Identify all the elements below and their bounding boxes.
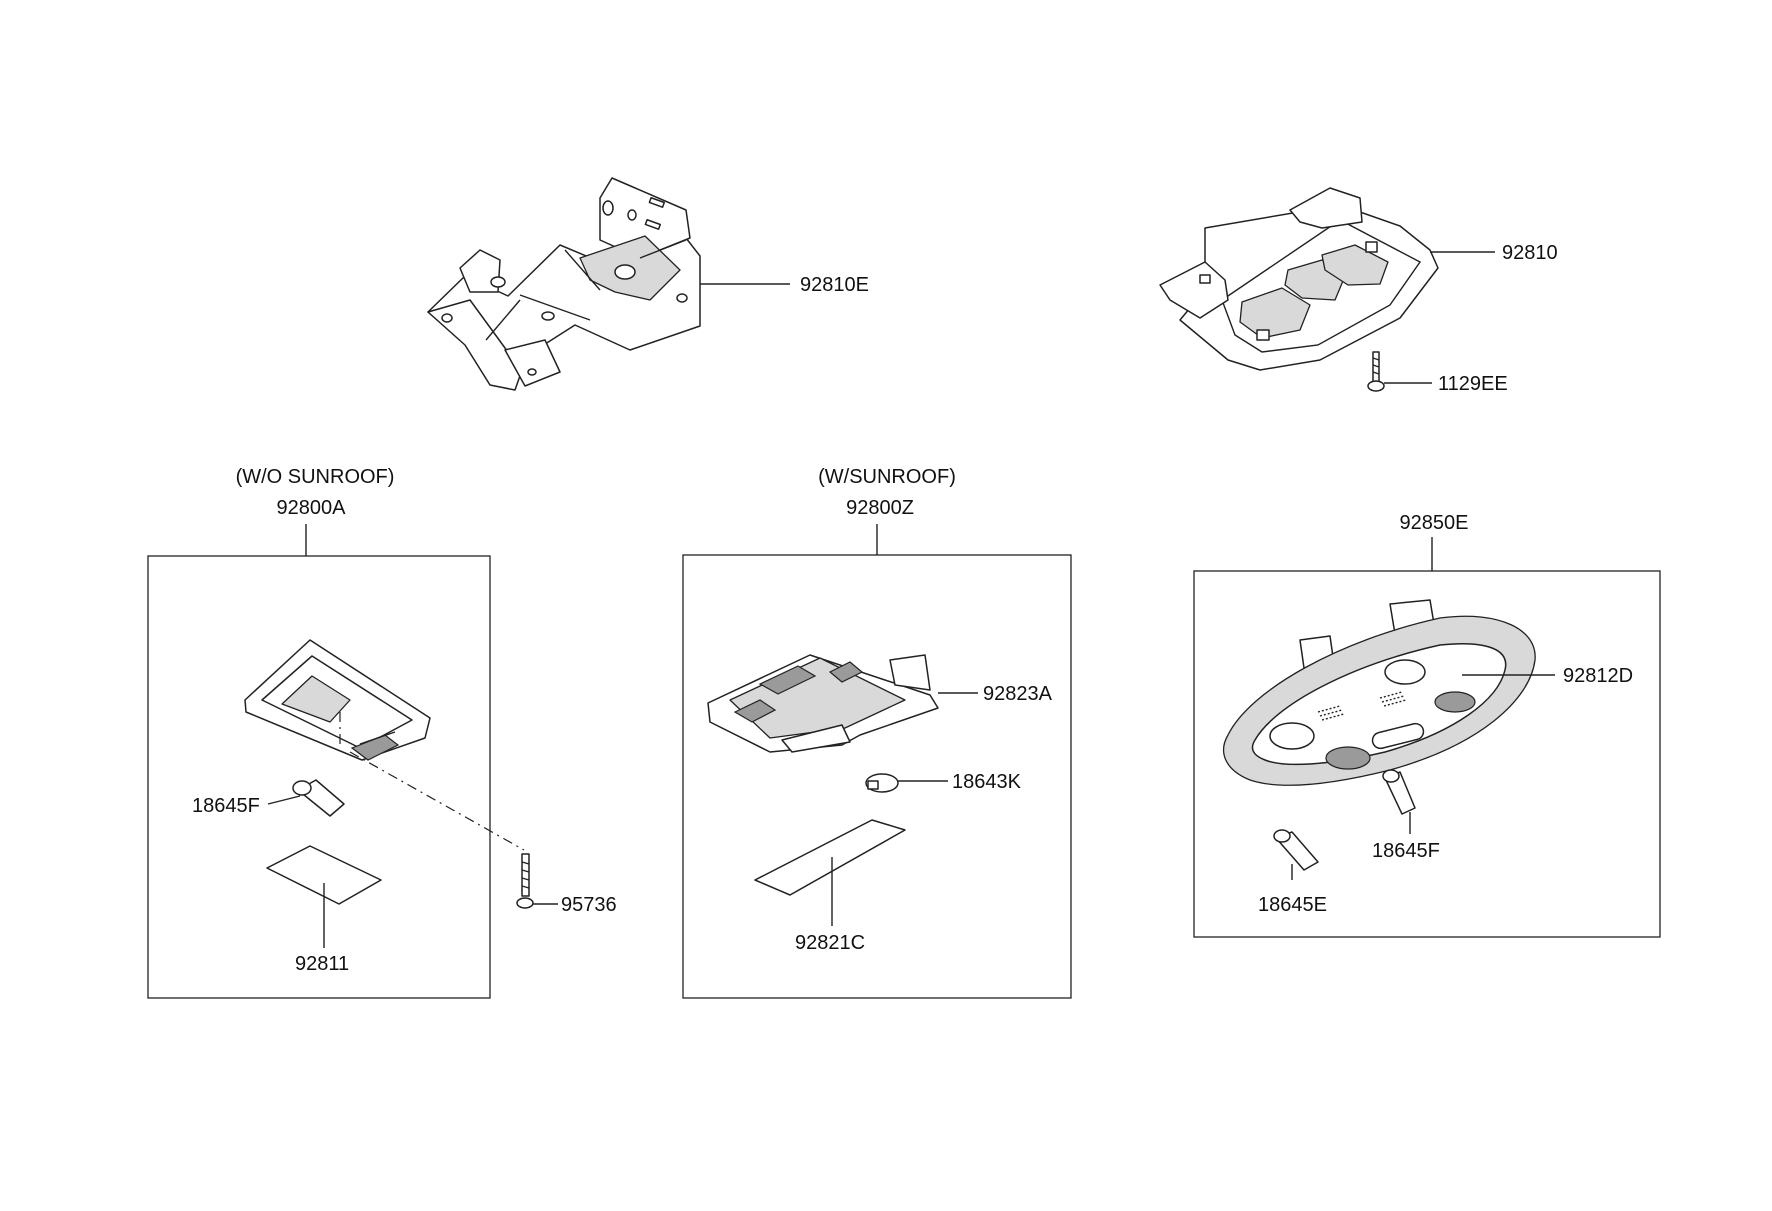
label-92800z: 92800Z	[846, 497, 914, 519]
bulb-18645f-right	[1382, 769, 1416, 834]
label-92811: 92811	[295, 953, 349, 975]
bracket-92810	[1159, 187, 1495, 371]
label-1129ee: 1129EE	[1438, 373, 1508, 395]
label-92800a: 92800A	[277, 497, 347, 519]
bulb-18645e	[1273, 829, 1319, 880]
label-95736: 95736	[561, 894, 617, 916]
label-92823a: 92823A	[983, 683, 1053, 705]
bracket-92810e	[427, 177, 790, 391]
label-92812d: 92812D	[1563, 665, 1633, 687]
label-18645e: 18645E	[1258, 894, 1327, 916]
label-18645f-right: 18645F	[1372, 840, 1440, 862]
bulb-18643k	[865, 773, 948, 793]
assembly-92800z	[682, 524, 1072, 999]
label-92810: 92810	[1502, 242, 1558, 264]
bulb-18645f-left	[267, 779, 345, 817]
label-92810e: 92810E	[800, 274, 869, 296]
assembly-92800a	[147, 524, 558, 999]
assembly-92850e	[1193, 537, 1661, 938]
label-wo-sunroof: (W/O SUNROOF)	[236, 466, 395, 488]
label-18645f-left: 18645F	[192, 795, 260, 817]
label-18643k: 18643K	[952, 771, 1022, 793]
label-92850e: 92850E	[1400, 512, 1469, 534]
label-w-sunroof: (W/SUNROOF)	[818, 466, 956, 488]
screw-95736	[516, 853, 558, 909]
screw-1129ee	[1367, 351, 1432, 392]
label-92821c: 92821C	[795, 932, 865, 954]
